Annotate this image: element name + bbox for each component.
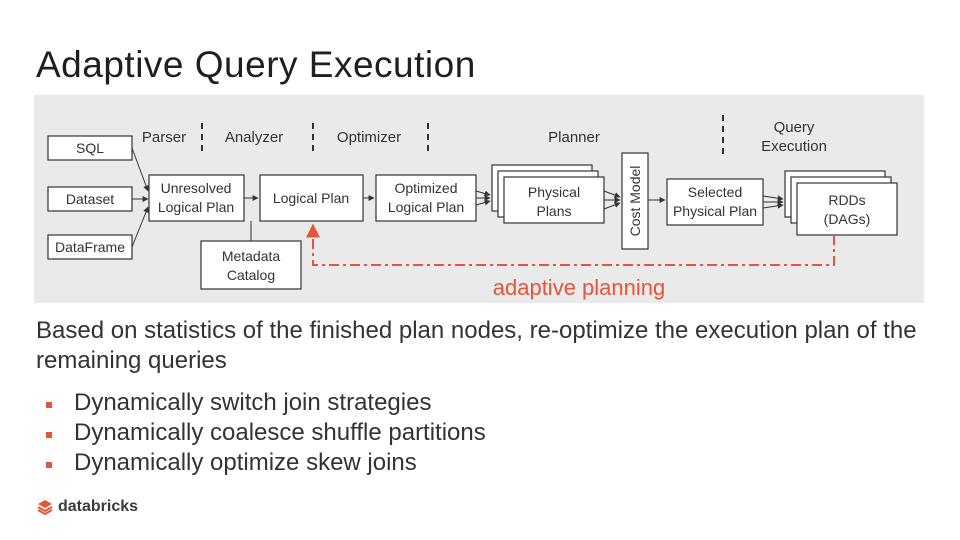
catalog-line1: Metadata xyxy=(222,248,281,264)
query-execution-diagram: Parser Analyzer Optimizer Planner Query … xyxy=(34,95,924,303)
physical-plans-node: Physical Plans xyxy=(491,164,605,224)
optimized-logical-plan-node: Optimized Logical Plan xyxy=(375,174,477,222)
rdds-line1: RDDs xyxy=(828,192,865,208)
bullet-marker-icon xyxy=(46,402,52,408)
input-arrows xyxy=(131,147,149,248)
stage-optimizer: Optimizer xyxy=(337,129,401,146)
databricks-stack-icon xyxy=(37,500,53,516)
bullet-list: Dynamically switch join strategies Dynam… xyxy=(46,388,486,478)
input-sql: SQL xyxy=(47,135,133,161)
bullet-item: Dynamically coalesce shuffle partitions xyxy=(46,418,486,448)
stage-planner: Planner xyxy=(548,129,600,146)
unresolved-logical-plan-node: Unresolved Logical Plan xyxy=(148,174,245,222)
cost-model-node: Cost Model xyxy=(621,152,649,250)
bullet-item: Dynamically switch join strategies xyxy=(46,388,486,418)
unresolved-line1: Unresolved xyxy=(161,180,232,196)
logo-text: databricks xyxy=(58,498,139,515)
rdds-line2: (DAGs) xyxy=(824,211,871,227)
bullet-marker-icon xyxy=(46,432,52,438)
selected-line1: Selected xyxy=(688,184,742,200)
stage-parser: Parser xyxy=(142,129,186,146)
input-dataframe-label: DataFrame xyxy=(55,239,125,255)
adaptive-planning-feedback-arrow xyxy=(306,223,835,266)
selected-line2: Physical Plan xyxy=(673,203,757,219)
bullet-text: Dynamically optimize skew joins xyxy=(74,449,417,476)
catalog-line2: Catalog xyxy=(227,267,275,283)
input-dataframe: DataFrame xyxy=(47,234,133,260)
bullet-marker-icon xyxy=(46,462,52,468)
input-sql-label: SQL xyxy=(76,140,104,156)
diagram-canvas: Parser Analyzer Optimizer Planner Query … xyxy=(47,115,898,300)
bullet-item: Dynamically optimize skew joins xyxy=(46,448,486,478)
stage-dividers xyxy=(201,115,724,155)
arrows-optimized-to-physical xyxy=(475,190,491,206)
input-dataset: Dataset xyxy=(47,186,133,212)
cost-model-label: Cost Model xyxy=(627,166,643,237)
logical-plan-label: Logical Plan xyxy=(273,190,349,206)
arrows-selected-to-rdds xyxy=(762,195,784,209)
stage-query-execution-line2: Execution xyxy=(761,138,827,155)
selected-physical-plan-node: Selected Physical Plan xyxy=(666,178,764,226)
body-paragraph: Based on statistics of the finished plan… xyxy=(36,317,917,374)
rdds-node: RDDs (DAGs) xyxy=(784,170,898,236)
bullet-text: Dynamically coalesce shuffle partitions xyxy=(74,419,486,446)
arrows-physical-to-cost xyxy=(603,190,621,210)
slide-title: Adaptive Query Execution xyxy=(36,44,476,85)
adaptive-planning-label: adaptive planning xyxy=(493,275,665,300)
logical-plan-node: Logical Plan xyxy=(259,174,364,222)
metadata-catalog-node: Metadata Catalog xyxy=(200,240,302,290)
stage-analyzer: Analyzer xyxy=(225,129,283,146)
stage-query-execution-line1: Query xyxy=(774,119,815,136)
unresolved-line2: Logical Plan xyxy=(158,199,234,215)
physical-line2: Plans xyxy=(536,203,571,219)
optimized-line1: Optimized xyxy=(394,180,457,196)
bullet-text: Dynamically switch join strategies xyxy=(74,389,432,416)
physical-line1: Physical xyxy=(528,184,580,200)
databricks-logo: databricks xyxy=(36,498,138,516)
input-dataset-label: Dataset xyxy=(66,191,114,207)
optimized-line2: Logical Plan xyxy=(388,199,464,215)
